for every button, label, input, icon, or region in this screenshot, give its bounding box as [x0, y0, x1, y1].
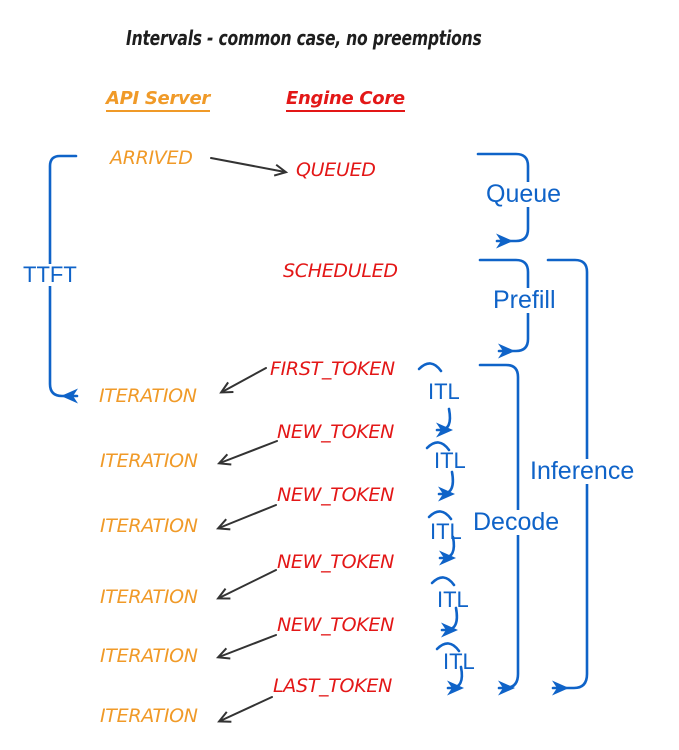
event-first-token: FIRST_TOKEN [270, 358, 395, 380]
interval-label-itl-1: ITL [428, 379, 460, 404]
arrow-newtoken4-to-iteration [215, 634, 277, 660]
itl1-arc [417, 362, 443, 373]
event-scheduled: SCHEDULED [283, 260, 398, 282]
arrow-newtoken3-to-iteration [216, 569, 277, 600]
itl5-hook-arrow [446, 665, 464, 696]
interval-label-prefill: Prefill [490, 288, 559, 313]
event-iteration-4: ITERATION [100, 586, 198, 608]
event-new-token-3: NEW_TOKEN [277, 551, 395, 573]
interval-label-decode: Decode [470, 510, 563, 535]
event-iteration-3: ITERATION [100, 515, 198, 537]
interval-label-itl-5: ITL [443, 649, 475, 674]
event-new-token-1: NEW_TOKEN [277, 421, 395, 443]
event-queued: QUEUED [296, 159, 376, 181]
arrow-arrived-to-queued [210, 157, 289, 177]
event-last-token: LAST_TOKEN [273, 675, 392, 697]
itl1-hook-arrow [435, 407, 453, 438]
event-iteration-1: ITERATION [99, 385, 197, 407]
itl3-arc [427, 510, 453, 521]
itl4-arc [430, 576, 456, 587]
arrow-newtoken1-to-iteration [216, 440, 278, 466]
diagram-title: Intervals - common case, no preemptions [126, 26, 482, 50]
event-iteration-6: ITERATION [100, 705, 198, 727]
event-new-token-2: NEW_TOKEN [277, 484, 395, 506]
itl3-hook-arrow [438, 535, 456, 566]
event-arrived: ARRIVED [110, 147, 193, 169]
interval-label-inference: Inference [527, 459, 638, 484]
interval-label-itl-4: ITL [437, 587, 469, 612]
interval-label-itl-2: ITL [434, 448, 466, 473]
interval-label-ttft: TTFT [20, 264, 80, 286]
column-header-api-server: API Server [106, 90, 210, 112]
arrow-newtoken2-to-iteration [215, 504, 277, 531]
column-header-engine-core: Engine Core [286, 90, 405, 112]
itl2-arc [425, 441, 451, 452]
event-iteration-5: ITERATION [100, 645, 198, 667]
itl4-hook-arrow [440, 606, 459, 638]
itl2-hook-arrow [437, 470, 455, 502]
interval-label-queue: Queue [483, 182, 565, 207]
event-iteration-2: ITERATION [100, 450, 198, 472]
arrow-lasttoken-to-iteration [217, 696, 273, 723]
event-new-token-4: NEW_TOKEN [277, 614, 395, 636]
arrow-firsttoken-to-iteration [219, 367, 267, 394]
itl5-arc [435, 642, 461, 653]
interval-label-itl-3: ITL [430, 519, 462, 544]
